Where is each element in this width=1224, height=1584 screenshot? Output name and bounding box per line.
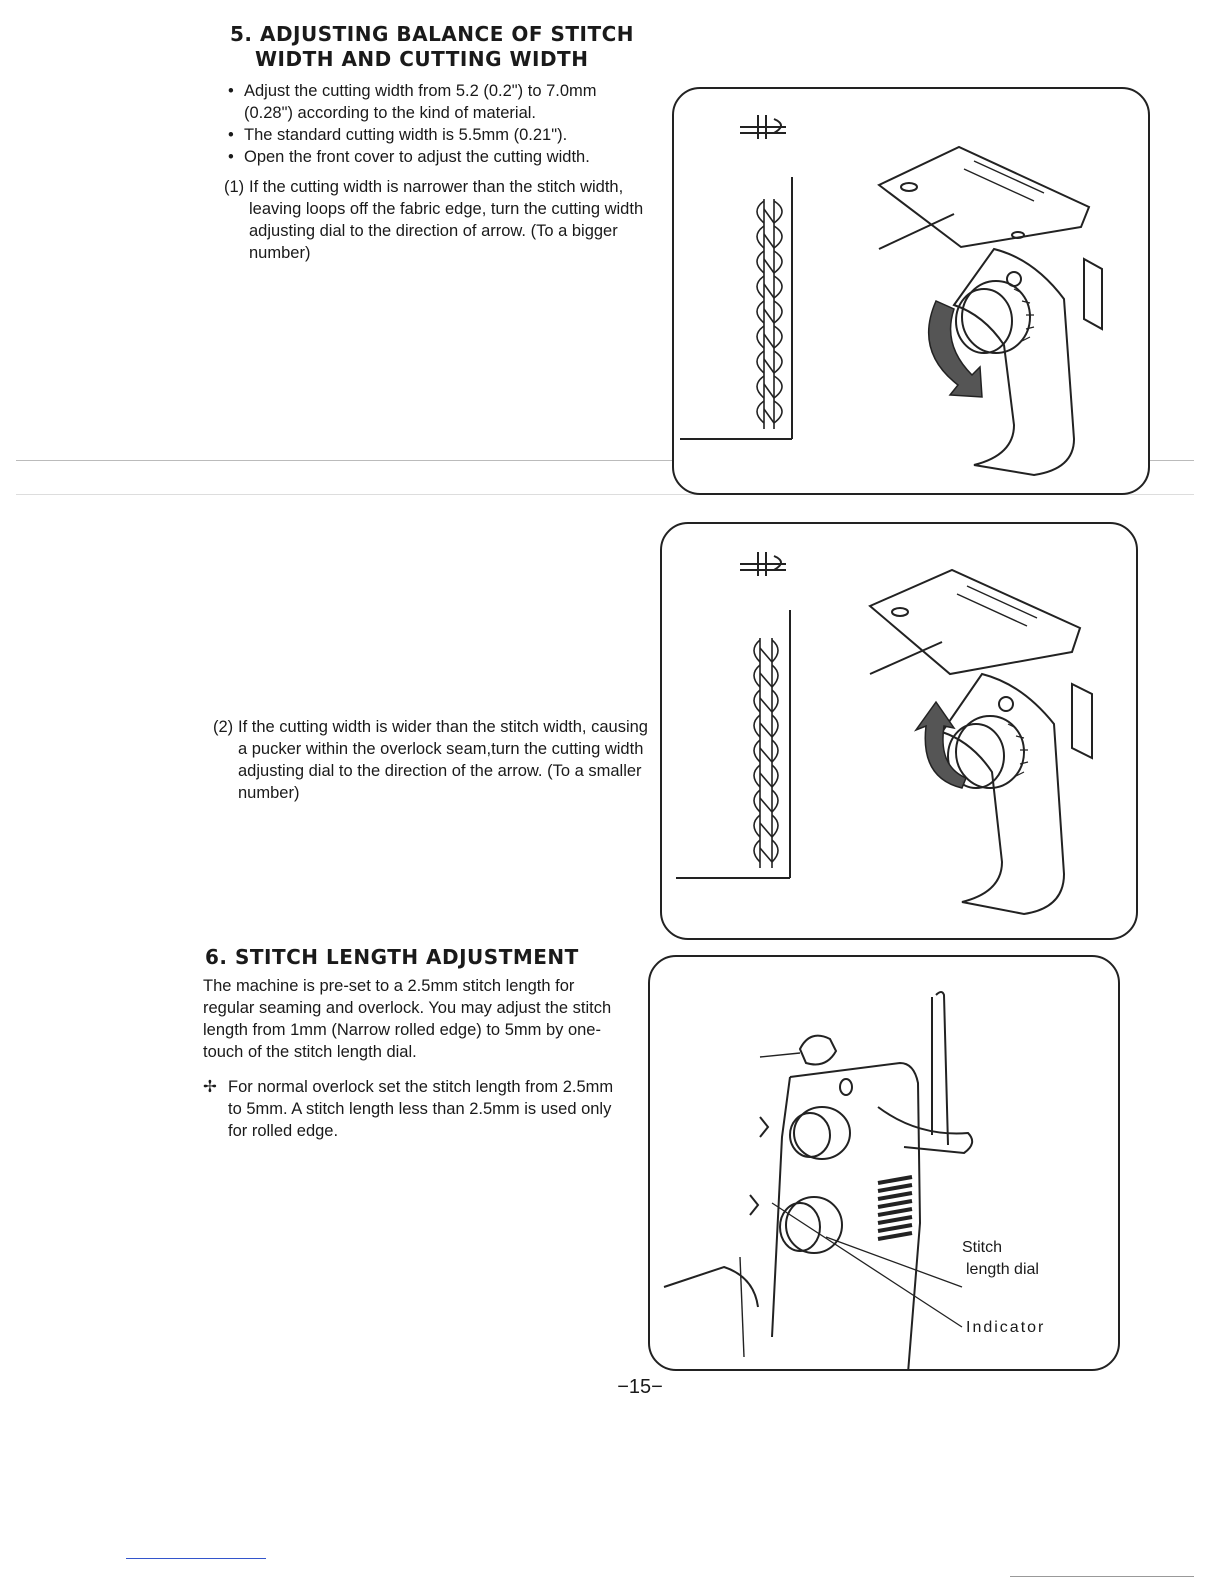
bullet-item: The standard cutting width is 5.5mm (0.2… bbox=[228, 124, 646, 146]
stitch-row bbox=[756, 199, 783, 429]
step-2: (2) If the cutting width is wider than t… bbox=[213, 716, 658, 804]
step-1: (1) If the cutting width is narrower tha… bbox=[224, 176, 665, 264]
divider-line bbox=[16, 494, 1194, 495]
arrow-counterclockwise-icon bbox=[913, 700, 967, 789]
figure-cutting-width-bigger bbox=[672, 87, 1150, 495]
label-stitch-length-dial: Stitch length dial bbox=[962, 1237, 1039, 1281]
section-5-heading-line2: WIDTH AND CUTTING WIDTH bbox=[255, 47, 589, 71]
section-6-heading-wrap: 6. STITCH LENGTH ADJUSTMENT bbox=[205, 945, 625, 970]
arrow-clockwise-icon bbox=[927, 300, 983, 398]
section-6-heading: 6. STITCH LENGTH ADJUSTMENT bbox=[205, 945, 579, 969]
figure-3-drawing bbox=[663, 991, 974, 1369]
step-2-text: If the cutting width is wider than the s… bbox=[238, 718, 648, 802]
section-5-bullets: Adjust the cutting width from 5.2 (0.2")… bbox=[228, 80, 646, 168]
divider-line bbox=[16, 460, 1194, 461]
step-1-text: If the cutting width is narrower than th… bbox=[249, 178, 644, 262]
section-5-heading: 5. ADJUSTING BALANCE OF STITCH WIDTH AND… bbox=[230, 22, 650, 72]
section-6-note: ✢ For normal overlock set the stitch len… bbox=[203, 1076, 618, 1142]
figure-1-drawing bbox=[680, 115, 1103, 477]
label-indicator: Indicator bbox=[966, 1319, 1046, 1336]
scan-artifact-line bbox=[1010, 1576, 1194, 1577]
figure-stitch-length-dial: Stitch length dial Indicator bbox=[648, 955, 1120, 1371]
bullet-item: Open the front cover to adjust the cutti… bbox=[228, 146, 646, 168]
section-6-paragraph: The machine is pre-set to a 2.5mm stitch… bbox=[203, 977, 612, 1061]
bullet-item: Adjust the cutting width from 5.2 (0.2")… bbox=[228, 80, 646, 124]
label-stitch-line1: Stitch bbox=[962, 1239, 1003, 1256]
figure-cutting-width-smaller bbox=[660, 522, 1138, 940]
step-2-number: (2) bbox=[213, 718, 234, 736]
note-symbol: ✢ bbox=[203, 1078, 217, 1096]
stitch-row bbox=[753, 638, 779, 868]
figure-2-drawing bbox=[676, 552, 1093, 916]
note-text: For normal overlock set the stitch lengt… bbox=[228, 1078, 614, 1140]
stitch-symbol-icon bbox=[740, 115, 786, 139]
section-5-heading-line1: 5. ADJUSTING BALANCE OF STITCH bbox=[230, 22, 635, 46]
page-number: −15− bbox=[617, 1376, 663, 1398]
stitch-symbol-icon bbox=[740, 552, 786, 576]
step-1-number: (1) bbox=[224, 178, 245, 196]
scan-artifact-line bbox=[126, 1558, 266, 1559]
label-stitch-line2: length dial bbox=[966, 1261, 1039, 1278]
